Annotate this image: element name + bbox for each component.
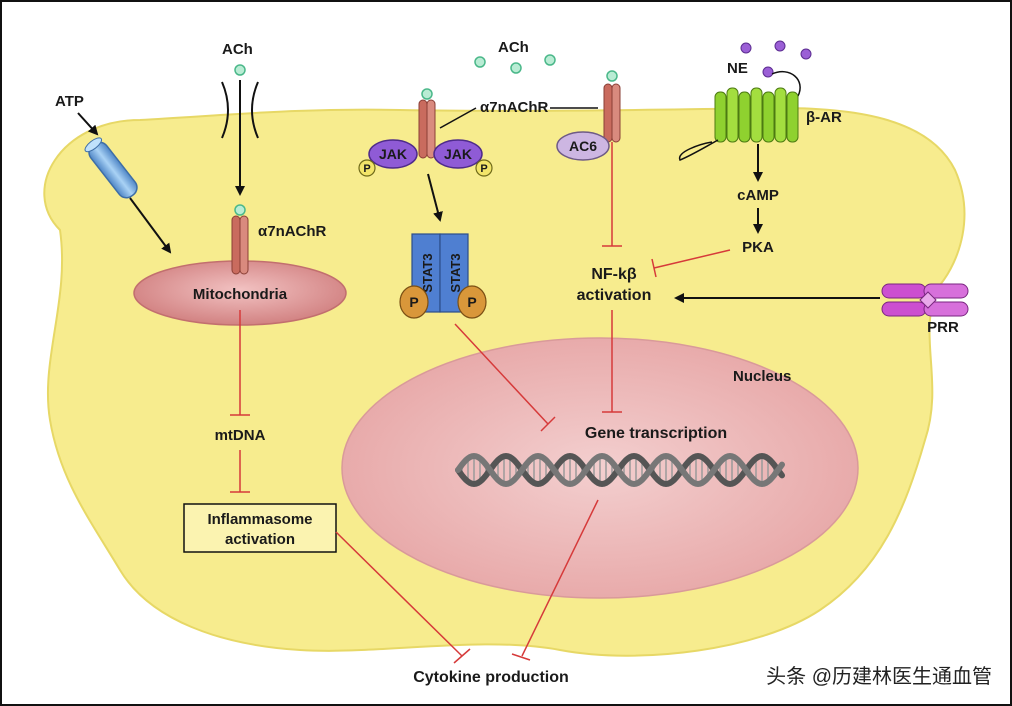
mtdna-label: mtDNA xyxy=(215,427,266,444)
nfkb-line1: NF-kβ xyxy=(591,266,637,283)
ne-molecule-2 xyxy=(774,40,786,52)
pka-to-nfkb-inhibit xyxy=(653,249,731,269)
ion-channel-right-wall xyxy=(251,81,259,139)
nucleus-to-cytokine-inhibit xyxy=(521,499,599,657)
inflammasome-cytokine-inhibit-bar xyxy=(453,648,471,664)
gene-transcription-label: Gene transcription xyxy=(585,425,727,442)
stat3-left-phosphate xyxy=(399,285,429,319)
a7nachr-top-label: α7nAChR xyxy=(480,99,549,116)
prr-label: PRR xyxy=(927,319,959,336)
stat3-a-label: STAT3 xyxy=(420,253,435,292)
jak-right-phosphate xyxy=(475,159,493,177)
stat3-left-phosphate-label: P xyxy=(409,294,418,310)
nucleus-cytokine-inhibit-bar xyxy=(511,653,531,661)
a7nachr-mito-label: α7nAChR xyxy=(258,223,327,240)
pka-label: PKA xyxy=(742,239,774,256)
jak-right-phosphate-label: P xyxy=(480,163,487,175)
ne-molecule-3 xyxy=(800,48,812,60)
jak-left-phosphate-label: P xyxy=(363,163,370,175)
stat3-right-phosphate xyxy=(457,285,487,319)
ne-molecule-1 xyxy=(740,42,752,54)
prr-receptor xyxy=(881,283,969,317)
ne-molecule-4 xyxy=(762,66,774,78)
mitochondria-label: Mitochondria xyxy=(193,286,288,303)
stat3-gene-inhibit-bar xyxy=(540,416,556,432)
atp-label: ATP xyxy=(55,93,84,110)
inflammasome-box xyxy=(183,503,337,553)
a7nachr-mito-receptor xyxy=(231,204,249,275)
inflammasome-line2: activation xyxy=(225,531,295,548)
stat3-to-gene-inhibit xyxy=(454,323,549,425)
a7nachr-ac6-receptor xyxy=(603,70,621,143)
nfkb-line2: activation xyxy=(577,287,652,304)
a7-label-connector-left xyxy=(439,107,477,129)
stat3-b-label: STAT3 xyxy=(448,253,463,292)
jak-left-phosphate xyxy=(358,159,376,177)
dna-strand xyxy=(455,452,785,488)
inflammasome-to-cytokine-inhibit xyxy=(335,531,463,657)
a7nachr-jak-receptor xyxy=(418,88,436,159)
jak-left-label: JAK xyxy=(379,146,407,162)
jak-right xyxy=(433,139,483,169)
atp-arrow xyxy=(77,112,99,136)
camp-label: cAMP xyxy=(737,187,779,204)
ach-molecule-left xyxy=(234,64,246,76)
pka-nfkb-inhibit-bar xyxy=(651,258,657,278)
jak-left xyxy=(368,139,418,169)
dna-strand xyxy=(455,452,785,488)
atp-channel xyxy=(84,137,138,199)
stat3-right-phosphate-label: P xyxy=(467,294,476,310)
dna-helix xyxy=(455,452,785,488)
ac6 xyxy=(556,131,610,161)
nucleus-label: Nucleus xyxy=(733,368,791,385)
channel-to-mito-arrow xyxy=(129,197,172,254)
cytokine-production-label: Cytokine production xyxy=(413,669,569,686)
watermark: 头条 @历建林医生通血管 xyxy=(766,665,992,688)
ne-label: NE xyxy=(727,60,748,77)
ach-molecule-1 xyxy=(474,56,486,68)
inflammasome-line1: Inflammasome xyxy=(207,511,312,528)
beta-ar-c-tail xyxy=(678,139,719,161)
ach-molecule-2 xyxy=(510,62,522,74)
ach-molecule-3 xyxy=(544,54,556,66)
jak-to-stat3-arrow xyxy=(427,173,443,222)
beta-ar-receptor xyxy=(714,87,799,143)
beta-ar-label: β-AR xyxy=(806,109,842,126)
ach-top-label: ACh xyxy=(498,39,529,56)
ac6-label: AC6 xyxy=(569,138,597,154)
stat3-b xyxy=(439,233,469,313)
jak-right-label: JAK xyxy=(444,146,472,162)
ach-left-label: ACh xyxy=(222,41,253,58)
ion-channel-left-wall xyxy=(221,81,229,139)
beta-ar-n-terminus xyxy=(771,71,801,97)
